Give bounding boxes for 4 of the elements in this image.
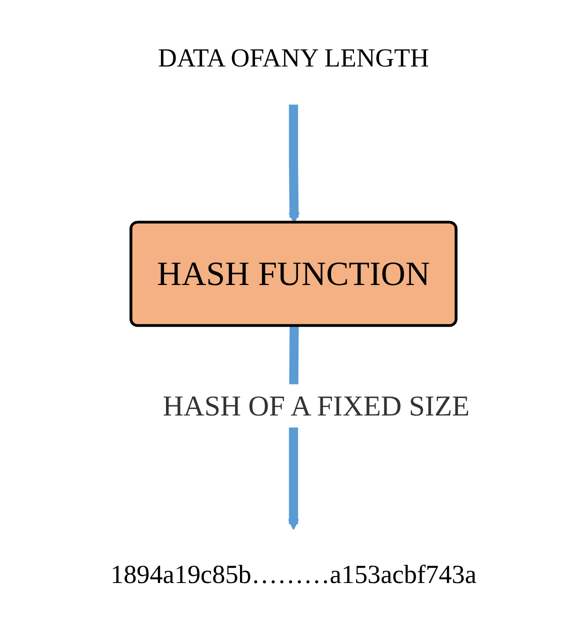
node-text: DATA OFANY LENGTH: [158, 44, 429, 74]
arrow: [288, 104, 300, 224]
edge-label: HASH OF A FIXED SIZE: [162, 390, 470, 422]
node-text: 1894a19c85b………a153acbf743a: [110, 560, 476, 590]
